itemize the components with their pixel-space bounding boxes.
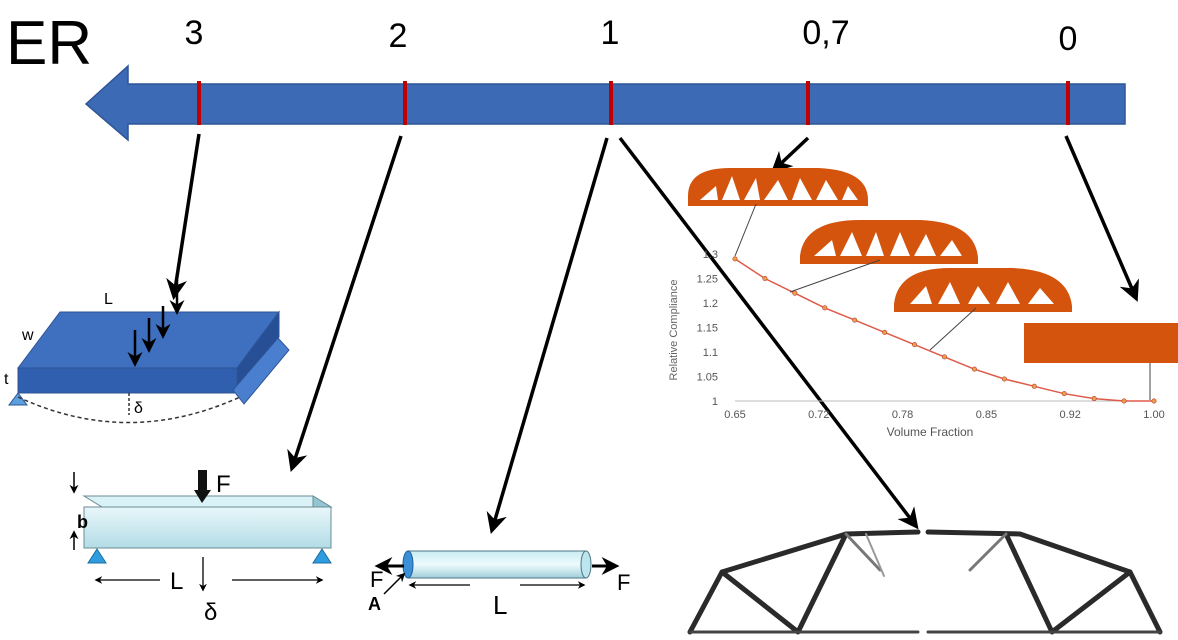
connector-arrow-3 [166, 133, 201, 301]
rod-force-right-label: F [617, 570, 630, 595]
data-point [852, 317, 858, 323]
beam-deflection-label: δ [204, 599, 217, 626]
topology-shape-3 [894, 268, 1072, 351]
data-point [1061, 391, 1067, 397]
data-point [882, 329, 888, 335]
data-point [1001, 376, 1007, 382]
y-tick-label: 1.25 [697, 274, 718, 286]
data-point [941, 354, 947, 360]
plate-figure: L w t δ [4, 280, 290, 424]
connector-arrow-0 [1064, 135, 1139, 302]
x-tick-label: 1.00 [1143, 409, 1164, 421]
scale-ticks: 3 2 1 0,7 0 [185, 14, 1078, 125]
tick-label-0: 0 [1059, 20, 1078, 58]
truss-figure [687, 529, 1163, 635]
rod-figure: F A F L [368, 550, 630, 620]
data-point [762, 275, 768, 281]
x-tick-label: 0.72 [808, 409, 829, 421]
rod-length-label: L [493, 590, 507, 620]
connector-arrow-0-7 [770, 136, 810, 173]
title-er: ER [6, 9, 92, 78]
rod-area-label: A [368, 594, 381, 614]
tick-label-1: 1 [601, 14, 620, 52]
chart-y-ticks: 1 1.05 1.1 1.15 1.2 1.25 1.3 [697, 249, 718, 408]
data-point [912, 342, 918, 348]
data-point [1151, 398, 1157, 404]
data-point [971, 366, 977, 372]
x-tick-label: 0.85 [976, 409, 997, 421]
y-tick-label: 1 [712, 396, 718, 408]
chart-xlabel: Volume Fraction [887, 425, 974, 439]
x-tick-label: 0.65 [724, 409, 745, 421]
er-scale-arrow [84, 64, 1126, 142]
x-tick-label: 0.78 [892, 409, 913, 421]
chart-ylabel: Relative Compliance [668, 280, 680, 381]
data-point [1121, 398, 1127, 404]
y-tick-label: 1.05 [697, 372, 718, 384]
y-tick-label: 1.2 [703, 298, 718, 310]
data-point [792, 290, 798, 296]
tick-label-0-7: 0,7 [802, 14, 849, 52]
data-point [732, 256, 738, 262]
data-point [1031, 383, 1037, 389]
connector-arrows [166, 133, 1139, 535]
plate-width-label: w [21, 327, 34, 344]
rod-force-left-label: F [370, 567, 383, 592]
chart-points [732, 256, 1157, 404]
topology-shape-1 [688, 168, 868, 257]
beam-force-label: F [216, 471, 231, 498]
connector-arrow-2 [287, 135, 403, 472]
tick-label-3: 3 [185, 14, 204, 52]
topology-shape-4 [1024, 323, 1178, 400]
connector-arrow-1-rod [486, 137, 609, 535]
y-tick-label: 1.15 [697, 323, 718, 335]
y-tick-label: 1.3 [703, 249, 718, 261]
beam-depth-label: b [77, 512, 88, 532]
connector-arrow-1-truss [618, 136, 919, 530]
beam-length-label: L [170, 568, 183, 595]
chart-x-ticks: 0.65 0.72 0.78 0.85 0.92 1.00 [724, 409, 1164, 421]
topology-shape-2 [789, 220, 978, 293]
plate-deflection-label: δ [134, 400, 143, 417]
x-tick-label: 0.92 [1059, 409, 1080, 421]
y-tick-label: 1.1 [703, 347, 718, 359]
data-point [1091, 396, 1097, 402]
beam-figure: F b L δ [69, 470, 333, 626]
tick-label-2: 2 [389, 17, 408, 55]
plate-thickness-label: t [4, 371, 9, 388]
data-point [822, 305, 828, 311]
plate-length-label: L [104, 291, 113, 308]
